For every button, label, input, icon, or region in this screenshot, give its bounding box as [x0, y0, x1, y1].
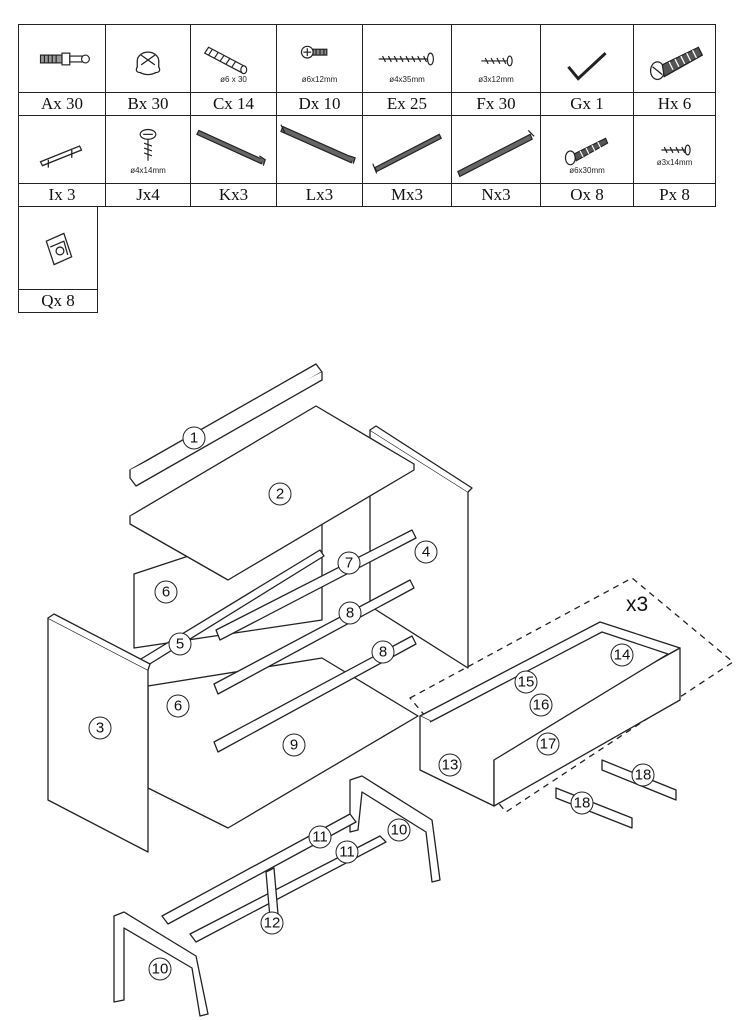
- hardware-dimension: ø6x30mm: [569, 166, 605, 175]
- hardware-label: Jx4: [106, 183, 190, 206]
- bolt-icon: [541, 116, 633, 184]
- hardware-dimension: ø6x12mm: [301, 75, 338, 84]
- part-number: 11: [312, 829, 328, 846]
- tiny-screw-icon: [634, 116, 715, 184]
- part-number: 6: [162, 584, 170, 601]
- hardware-label: Ex 25: [363, 92, 451, 115]
- hardware-dimension: ø4x35mm: [389, 75, 425, 84]
- hardware-cell-e: ø4x35mm Ex 25: [362, 24, 452, 116]
- part-number: 6: [174, 698, 182, 715]
- hardware-cell-c: ø6 x 30 Cx 14: [190, 24, 277, 116]
- wood-dowel-icon: [191, 25, 276, 93]
- part-11-rail: [161, 813, 357, 925]
- hardware-cell-p: ø3x14mm Px 8: [633, 115, 716, 207]
- hardware-cell-a: Ax 30: [18, 24, 106, 116]
- hardware-cell-h: Hx 6: [633, 24, 716, 116]
- hardware-dimension: ø6 x 30: [220, 75, 247, 84]
- part-number: 7: [345, 555, 353, 572]
- hardware-dimension: ø3x12mm: [478, 75, 514, 84]
- part-8-rail-lower: [213, 635, 417, 753]
- hardware-cell-m: Mx3: [362, 115, 452, 207]
- part-10-leg-right: [349, 775, 441, 883]
- hardware-label: Lx3: [277, 183, 362, 206]
- hardware-label: Fx 30: [452, 92, 540, 115]
- part-number: 2: [276, 486, 284, 503]
- hardware-label: Nx3: [452, 183, 540, 206]
- part-number: 9: [290, 737, 298, 754]
- drawer-runner-icon: [363, 116, 451, 184]
- part-number: 10: [152, 961, 169, 978]
- part-1-top-rail: [129, 363, 323, 487]
- short-screw-icon: [277, 25, 362, 93]
- part-18-runner-2: [555, 787, 633, 829]
- assembly-diagram: 1 2 4 7 6 8 5 8 6 3 9 14 15 16 17 13 18 …: [0, 340, 739, 1020]
- part-number: 3: [96, 720, 104, 737]
- hardware-label: Ox 8: [541, 183, 633, 206]
- handle-icon: [19, 116, 105, 184]
- part-number: 13: [442, 757, 459, 774]
- hardware-cell-j: ø4x14mm Jx4: [105, 115, 191, 207]
- hardware-label: Dx 10: [277, 92, 362, 115]
- part-12-brace: [265, 867, 279, 919]
- drawer-multiplier: x3: [626, 593, 648, 616]
- hardware-dimension: ø3x14mm: [656, 158, 693, 167]
- part-number: 18: [574, 795, 591, 812]
- hardware-cell-b: Bx 30: [105, 24, 191, 116]
- small-screw-icon: [452, 25, 540, 93]
- hardware-dimension: ø4x14mm: [130, 166, 166, 175]
- drawer-box: [419, 621, 681, 807]
- hardware-cell-d: ø6x12mm Dx 10: [276, 24, 363, 116]
- hardware-cell-f: ø3x12mm Fx 30: [451, 24, 541, 116]
- part-number: 8: [346, 605, 354, 622]
- hardware-label: Gx 1: [541, 92, 633, 115]
- hardware-label: Cx 14: [191, 92, 276, 115]
- cam-dowel-icon: [19, 25, 105, 93]
- part-number: 10: [391, 822, 408, 839]
- hardware-label: Bx 30: [106, 92, 190, 115]
- hardware-label: Mx3: [363, 183, 451, 206]
- hardware-table: Ax 30 Bx 30 ø6 x 30 Cx 14 ø6x12mm Dx 10: [18, 24, 716, 314]
- part-number: 11: [339, 844, 355, 861]
- long-screw-icon: [363, 25, 451, 93]
- drawer-runner-icon: [277, 116, 362, 184]
- hardware-label: Px 8: [634, 183, 715, 206]
- flat-head-screw-icon: [106, 116, 190, 184]
- hardware-label: Ax 30: [19, 92, 105, 115]
- part-10-leg-left: [113, 911, 209, 1017]
- part-number: 16: [533, 697, 550, 714]
- part-number: 18: [635, 767, 652, 784]
- part-number: 5: [176, 636, 184, 653]
- hardware-cell-q: Qx 8: [18, 206, 98, 313]
- drawer-runner-icon: [452, 116, 540, 184]
- part-number: 1: [190, 430, 198, 447]
- hardware-cell-i: Ix 3: [18, 115, 106, 207]
- allen-key-icon: [541, 25, 633, 93]
- hardware-cell-l: Lx3: [276, 115, 363, 207]
- hardware-cell-o: ø6x30mm Ox 8: [540, 115, 634, 207]
- hardware-cell-g: Gx 1: [540, 24, 634, 116]
- hardware-cell-k: Kx3: [190, 115, 277, 207]
- part-number: 14: [614, 647, 631, 664]
- part-number: 17: [540, 736, 557, 753]
- part-number: 12: [264, 915, 281, 932]
- part-number: 4: [422, 544, 430, 561]
- hardware-label: Hx 6: [634, 92, 715, 115]
- part-11-rail-2: [189, 835, 387, 943]
- large-bolt-icon: [634, 25, 715, 93]
- part-number: 15: [518, 674, 535, 691]
- drawer-runner-icon: [191, 116, 276, 184]
- cam-lock-icon: [106, 25, 190, 93]
- hardware-label: Ix 3: [19, 183, 105, 206]
- corner-bracket-icon: [19, 207, 97, 292]
- hardware-label: Kx3: [191, 183, 276, 206]
- hardware-cell-n: Nx3: [451, 115, 541, 207]
- part-number: 8: [379, 644, 387, 661]
- hardware-label: Qx 8: [19, 289, 97, 312]
